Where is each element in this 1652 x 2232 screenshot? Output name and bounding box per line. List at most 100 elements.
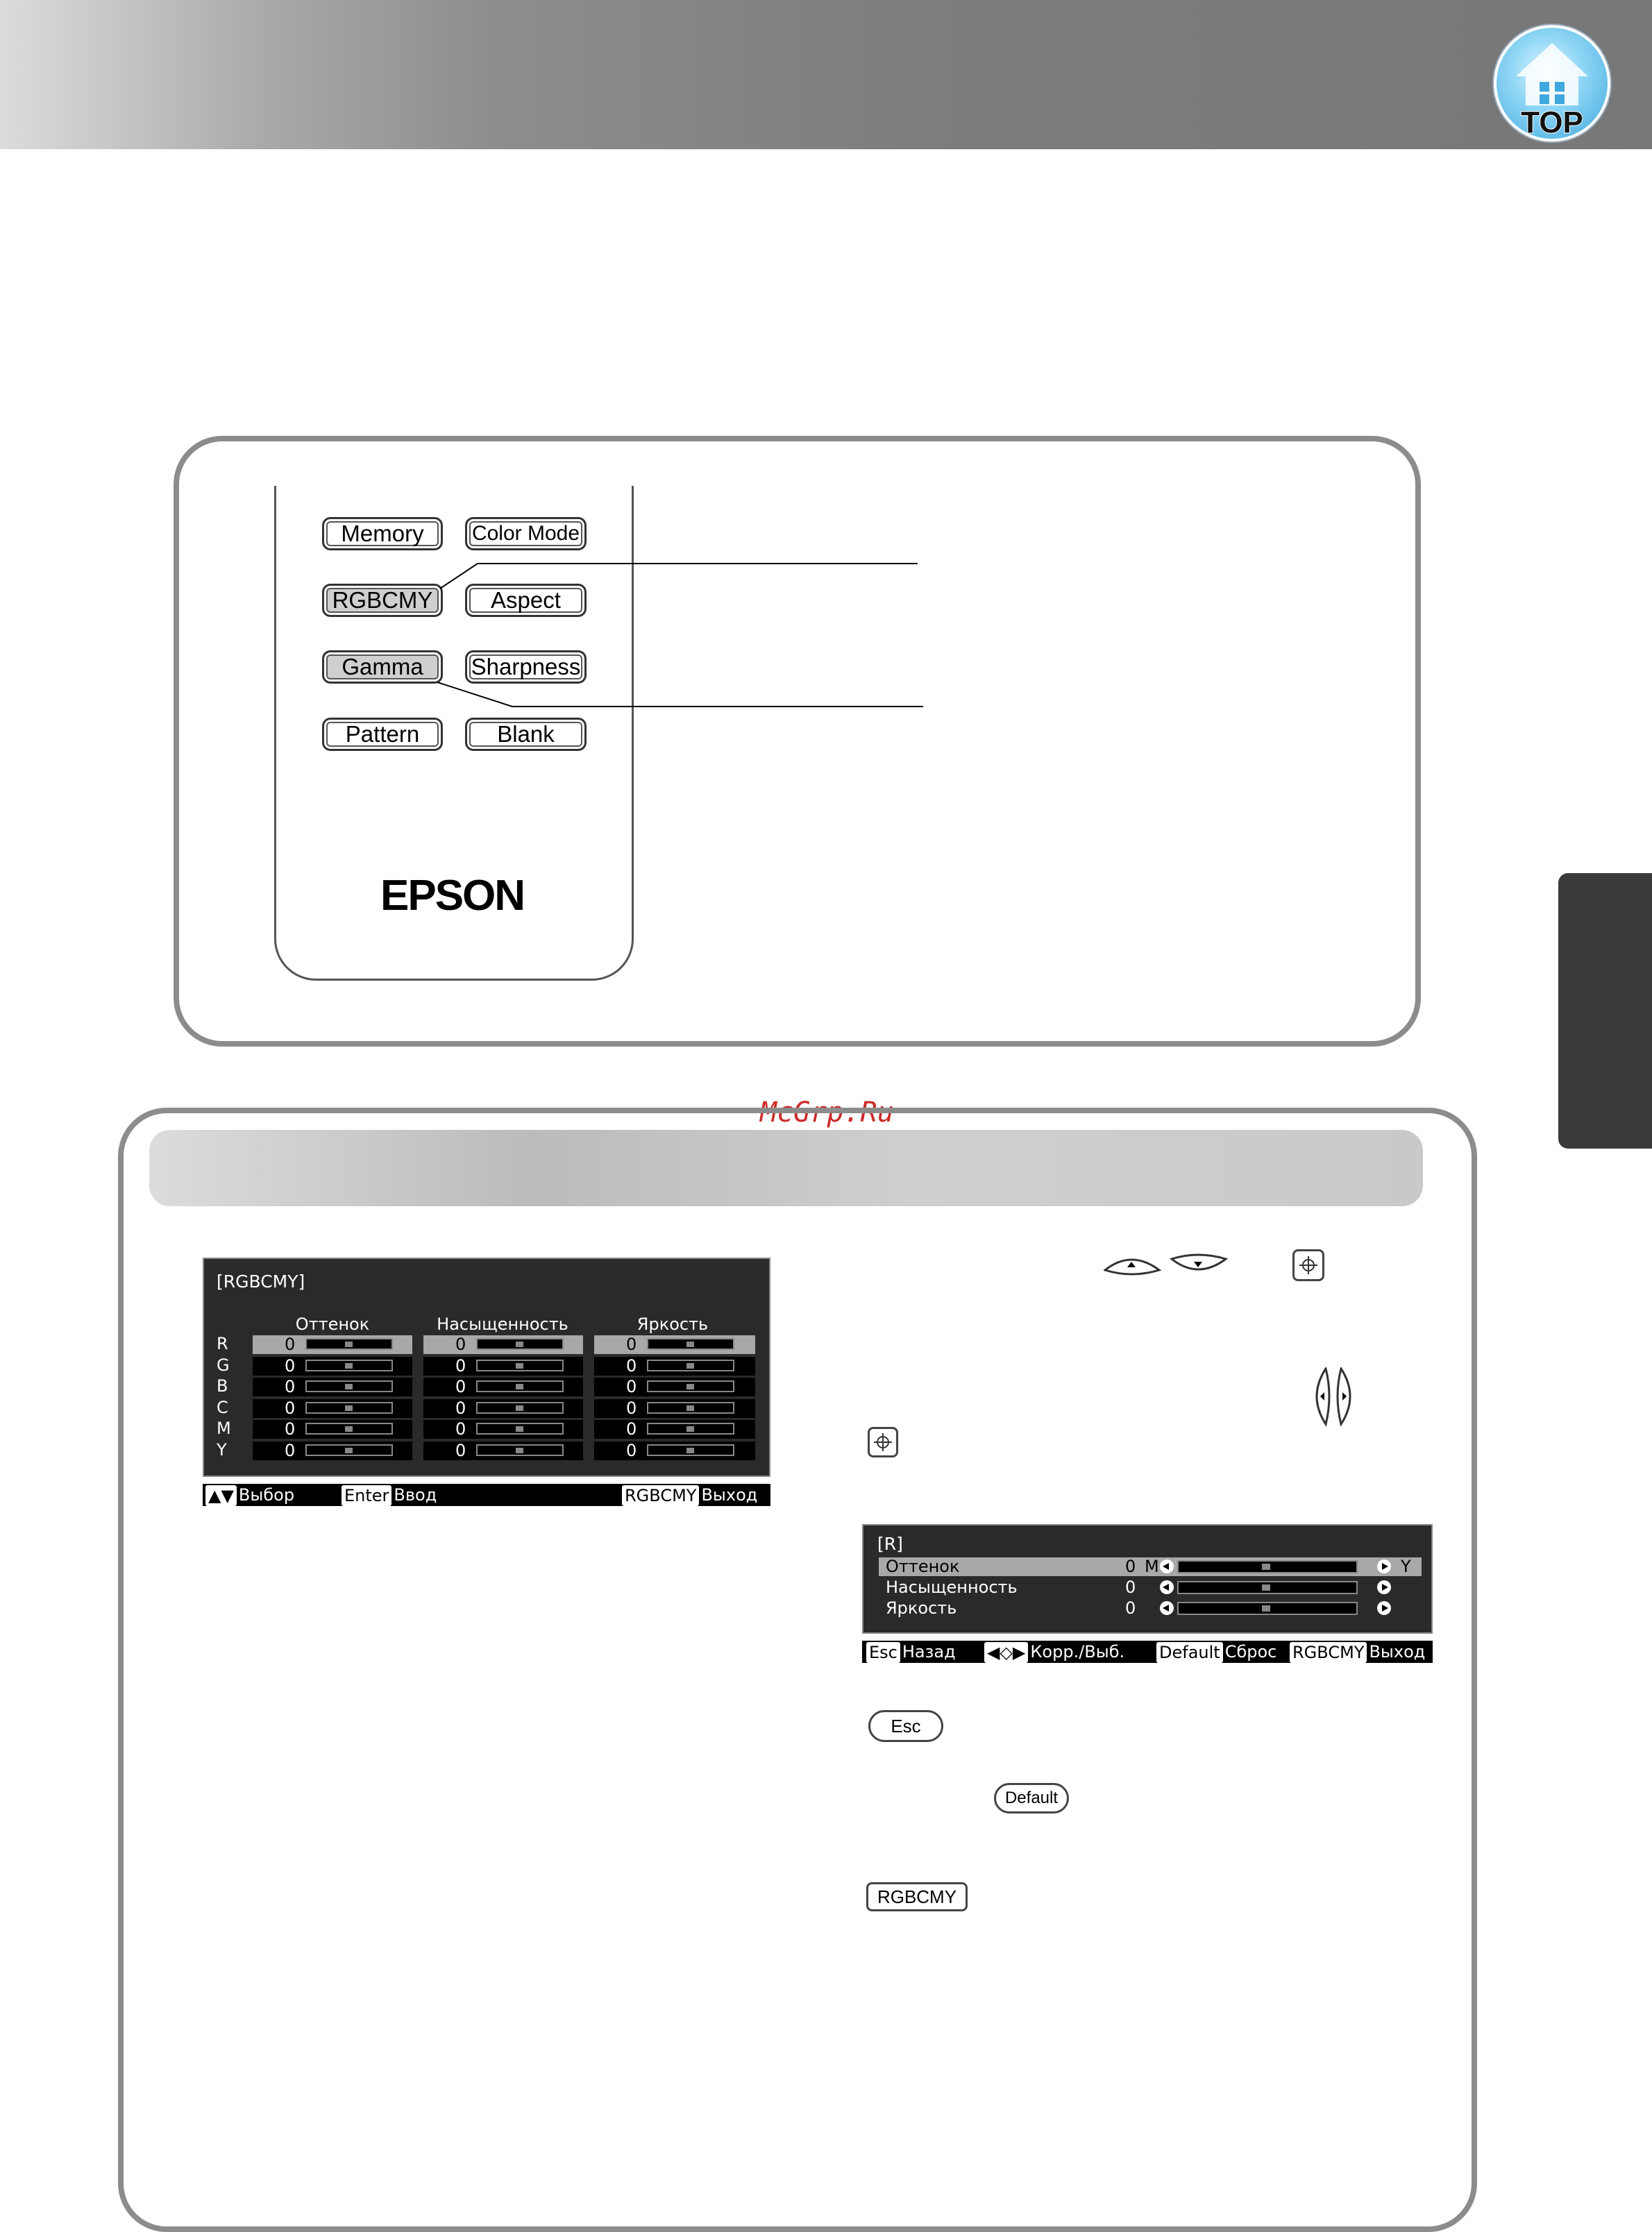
- up-key-icon: [1104, 1258, 1162, 1276]
- slider-bar: [647, 1338, 734, 1350]
- value-cell: 0: [594, 1398, 755, 1418]
- house-icon: [1516, 43, 1588, 105]
- remote-button-blank: Blank: [465, 718, 587, 751]
- r-row-brightness: Яркость 0: [879, 1598, 1422, 1618]
- esc-button-icon: Esc: [868, 1710, 943, 1742]
- cell-value: 0: [285, 1398, 296, 1418]
- value-cell: 0: [423, 1377, 583, 1396]
- cell-value: 0: [285, 1355, 296, 1376]
- back-label: Назад: [902, 1642, 956, 1662]
- value-cell: 0: [253, 1398, 412, 1418]
- column-brightness: Яркость: [637, 1314, 709, 1334]
- row-label-c: C: [217, 1397, 228, 1417]
- value-cell: 0: [594, 1335, 755, 1354]
- down-key-icon: [1169, 1253, 1229, 1271]
- slider-bar: [305, 1380, 393, 1392]
- row-label: Яркость: [886, 1598, 957, 1618]
- right-arrow-icon: [1377, 1580, 1391, 1594]
- value-cell: 0: [594, 1355, 755, 1376]
- callout-lines: [437, 563, 923, 707]
- slider-bar: [305, 1359, 393, 1371]
- remote-button-pattern: Pattern: [322, 718, 443, 751]
- row-value: 0: [1125, 1598, 1136, 1618]
- remote-button-sharpness: Sharpness: [465, 650, 587, 684]
- value-cell: 0: [423, 1398, 583, 1418]
- cell-value: 0: [455, 1355, 466, 1376]
- slider-bar: [476, 1380, 564, 1392]
- cell-value: 0: [626, 1355, 637, 1376]
- rgbcmy-key: RGBCMY: [1290, 1642, 1367, 1663]
- slider-bar: [476, 1338, 564, 1350]
- value-cell: 0: [423, 1440, 583, 1460]
- remote-button-memory: Memory: [322, 517, 443, 550]
- exit-key: RGBCMY: [622, 1485, 700, 1506]
- footer-adjust: ◀◇▶Корр./Выб.: [984, 1642, 1124, 1663]
- cell-value: 0: [455, 1440, 466, 1460]
- value-cell: 0: [253, 1419, 412, 1439]
- remote-panel: [174, 436, 1421, 1047]
- cell-value: 0: [626, 1440, 637, 1460]
- cell-value: 0: [285, 1419, 296, 1439]
- left-arrow-icon: [1160, 1580, 1174, 1594]
- value-cell: 0: [594, 1377, 755, 1396]
- cell-value: 0: [626, 1398, 637, 1418]
- epson-logo: EPSON: [380, 872, 525, 920]
- slider-bar: [647, 1444, 734, 1456]
- cell-value: 0: [455, 1398, 466, 1418]
- default-key: Default: [1156, 1642, 1223, 1663]
- slider-bar: [305, 1423, 393, 1435]
- cell-value: 0: [626, 1377, 637, 1396]
- slider-bar: [305, 1401, 393, 1414]
- adjust-label: Корр./Выб.: [1030, 1642, 1125, 1662]
- slider-bar: [476, 1359, 564, 1371]
- cell-value: 0: [285, 1335, 296, 1354]
- slider-bar: [647, 1401, 734, 1414]
- slider-bar: [1177, 1602, 1358, 1615]
- column-saturation: Насыщенность: [437, 1314, 568, 1334]
- slider-bar: [476, 1444, 564, 1456]
- r-row-hue: Оттенок 0 M Y: [879, 1557, 1422, 1576]
- left-arrow-icon: [1160, 1601, 1174, 1615]
- value-cell: 0: [423, 1335, 583, 1354]
- top-label: TOP: [1520, 105, 1584, 140]
- remote-button-aspect: Aspect: [465, 584, 587, 617]
- exit-label: Выход: [1369, 1642, 1426, 1662]
- value-cell: 0: [423, 1419, 583, 1439]
- column-hue: Оттенок: [295, 1314, 370, 1334]
- row-label-g: G: [217, 1355, 230, 1375]
- value-cell: 0: [253, 1355, 412, 1376]
- value-cell: 0: [423, 1355, 583, 1376]
- remote-button-color-mode: Color Mode: [465, 517, 587, 550]
- row-label-r: R: [217, 1334, 228, 1353]
- rgbcmy-button-icon: RGBCMY: [866, 1882, 968, 1911]
- adjust-key: ◀◇▶: [984, 1642, 1029, 1663]
- enter-key: Enter: [342, 1485, 392, 1506]
- select-label: Выбор: [238, 1485, 295, 1505]
- remote-button-gamma: Gamma: [322, 650, 443, 684]
- enter-key-icon: [1292, 1249, 1324, 1281]
- esc-key: Esc: [866, 1642, 900, 1663]
- exit-label: Выход: [701, 1485, 758, 1505]
- procedure-title-bar: [149, 1130, 1423, 1206]
- r-adjust-menu: [R] Оттенок 0 M Y Насыщенность 0 Яркость…: [862, 1524, 1433, 1634]
- slider-bar: [305, 1444, 393, 1456]
- chapter-tab[interactable]: [1558, 873, 1652, 1149]
- row-label-b: B: [217, 1376, 228, 1396]
- row-right-label: Y: [1401, 1557, 1411, 1576]
- row-left-label: M: [1145, 1557, 1159, 1576]
- left-right-key-icon: [1315, 1367, 1351, 1427]
- slider-bar: [476, 1401, 564, 1414]
- default-button-icon: Default: [994, 1783, 1069, 1814]
- enter-key-icon-2: [868, 1427, 898, 1457]
- cell-value: 0: [455, 1377, 466, 1396]
- top-home-icon[interactable]: TOP: [1494, 25, 1610, 142]
- row-label: Насыщенность: [886, 1578, 1018, 1597]
- row-value: 0: [1125, 1578, 1136, 1597]
- slider-bar: [647, 1359, 734, 1371]
